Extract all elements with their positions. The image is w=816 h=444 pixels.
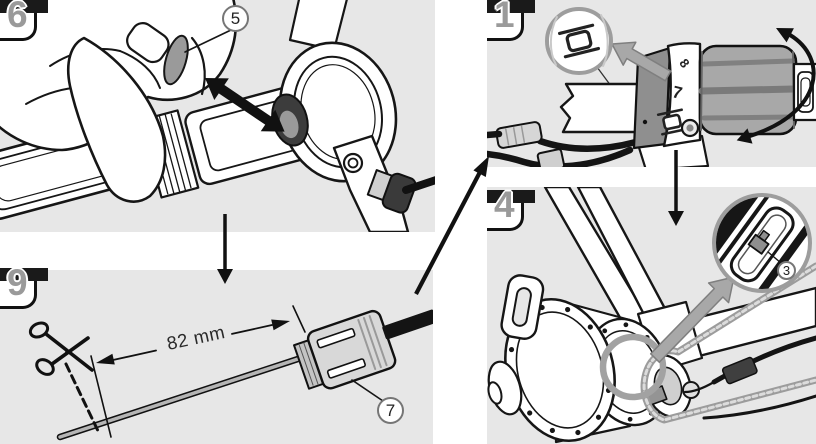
step-4-badge: 4 <box>487 186 535 232</box>
callout-7: 7 <box>377 397 404 424</box>
lower-cable <box>702 394 816 420</box>
bracket-screw <box>342 152 364 174</box>
badge-bar <box>0 0 48 13</box>
measure-tick-right <box>292 305 306 333</box>
magnifier-circle-dropout <box>712 193 812 293</box>
dimension-82mm <box>96 319 290 365</box>
handlebar-broken-stub <box>559 82 645 134</box>
flow-arrows <box>217 150 684 295</box>
callout-3: 3 <box>777 261 796 280</box>
push-pull-arrow-icon <box>205 78 285 132</box>
step-number: 9 <box>7 262 28 303</box>
callout-3-leader <box>767 251 782 264</box>
hub-cable <box>711 335 816 385</box>
thumbnail <box>126 22 170 64</box>
hub-end-cap <box>487 360 523 416</box>
cable-boot <box>721 356 758 385</box>
badge-tab <box>487 203 524 231</box>
callout-5: 5 <box>222 5 249 32</box>
grey-pointer-arrow <box>649 276 735 363</box>
badge-bar <box>487 0 535 13</box>
flow-arrow-icon <box>414 156 489 295</box>
step-9-badge: 9 <box>0 264 48 310</box>
cable-housing-1-end <box>487 130 503 139</box>
panel-step-4 <box>487 187 816 444</box>
highlight-ring <box>599 333 667 401</box>
step-number: 6 <box>7 0 28 35</box>
cable-housing-2 <box>487 146 634 167</box>
badge-tab <box>0 281 37 309</box>
badge-bar <box>487 190 535 203</box>
inner-cable-core <box>58 355 306 439</box>
flow-arrow-icon <box>668 150 684 226</box>
badge-bar <box>0 268 48 281</box>
bracket-screw-center <box>347 157 359 169</box>
part-7-cassette-joint <box>293 309 433 390</box>
rotation-arrow-icon <box>736 28 816 144</box>
barrel-adjuster <box>495 121 543 149</box>
grey-pointer-arrow <box>611 41 672 82</box>
panel-step-9 <box>0 270 433 444</box>
gear-number-7: 7 <box>670 82 684 103</box>
clamp-screw-center <box>686 124 694 132</box>
measure-tick-left <box>90 355 112 438</box>
non-turn-washer <box>500 274 545 340</box>
scissors-icon <box>28 321 94 376</box>
badge-tab <box>487 13 524 41</box>
cut-line <box>64 362 101 435</box>
cone-screw-bottom <box>642 119 648 125</box>
magnifier-circle-alignment <box>545 7 613 75</box>
callout-5-leader <box>184 29 232 53</box>
alignment-mark-icon <box>558 23 600 59</box>
step-6-badge: 6 <box>0 0 48 42</box>
hub-cable-end <box>683 380 716 394</box>
part-5-cover <box>163 34 189 86</box>
callout-7-leader <box>351 379 384 402</box>
step-number: 1 <box>494 0 515 35</box>
badge-tab <box>0 13 37 41</box>
panel-step-1: 8 7 <box>487 0 816 167</box>
alignment-mark-icon <box>656 108 688 136</box>
step-number: 4 <box>494 184 515 225</box>
step-1-badge: 1 <box>487 0 535 42</box>
cable-housing-1 <box>536 137 640 152</box>
cable-nut <box>536 148 566 167</box>
part-3-pulley <box>747 233 770 255</box>
panel-step-6 <box>0 0 435 232</box>
flow-arrow-icon <box>217 214 233 284</box>
thumb <box>66 36 167 203</box>
cable-adjuster <box>366 169 417 214</box>
shift-cable <box>402 176 435 194</box>
